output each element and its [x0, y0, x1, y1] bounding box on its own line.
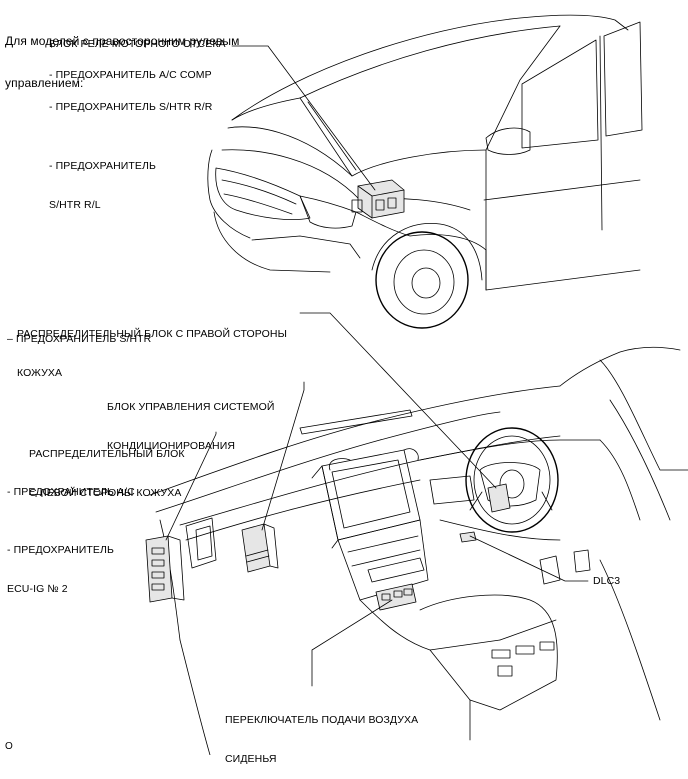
fuse-ecu-ig2-line-1: - ПРЕДОХРАНИТЕЛЬ: [7, 544, 115, 556]
ac-ecu-line-2: КОНДИЦИОНИРОВАНИЯ: [107, 440, 236, 452]
left-cowl-line-1: РАСПРЕДЕЛИТЕЛЬНЫЙ БЛОК: [29, 448, 185, 460]
vehicle-interior-drawing: [149, 346, 688, 755]
header-title: Для моделей с правосторонним рулевым упр…: [5, 6, 239, 104]
leader-lines: [165, 45, 589, 687]
ac-ecu-line-1: БЛОК УПРАВЛЕНИЯ СИСТЕМОЙ: [107, 401, 275, 413]
right-cowl-line-1: РАСПРЕДЕЛИТЕЛЬНЫЙ БЛОК С ПРАВОЙ СТОРОНЫ: [17, 328, 287, 340]
right-cowl-junction-block-label: РАСПРЕДЕЛИТЕЛЬНЫЙ БЛОК С ПРАВОЙ СТОРОНЫ …: [17, 302, 287, 393]
fuse-shtr-rr-label: - ПРЕДОХРАНИТЕЛЬ S/HTR R/R: [49, 101, 213, 113]
header-line-2: управлением:: [5, 76, 84, 90]
left-cowl-junction-block-label: РАСПРЕДЕЛИТЕЛЬНЫЙ БЛОК С ЛЕВОЙ СТОРОНЫ К…: [29, 422, 185, 513]
fuse-ac-label: - ПРЕДОХРАНИТЕЛЬ A/C: [7, 486, 135, 498]
left-cowl-line-2: С ЛЕВОЙ СТОРОНЫ КОЖУХА: [29, 487, 182, 499]
right-cowl-line-2: КОЖУХА: [17, 367, 63, 379]
engine-room-relay-block-label: БЛОК РЕЛЕ МОТОРНОГО ОТСЕКА: [49, 38, 226, 50]
fuse-ecu-ig2-line-2: ECU-IG № 2: [7, 583, 68, 595]
fuse-shtr-rl-line-1: - ПРЕДОХРАНИТЕЛЬ: [49, 160, 157, 172]
seat-switch-line-1: ПЕРЕКЛЮЧАТЕЛЬ ПОДАЧИ ВОЗДУХА: [225, 714, 419, 726]
dlc3-label: DLC3: [593, 575, 621, 587]
engine-room-relay-block-drawing: [351, 179, 405, 219]
figure-code: O: [5, 741, 13, 752]
fuse-ecu-ig2-label: - ПРЕДОХРАНИТЕЛЬ ECU-IG № 2: [7, 518, 114, 609]
fuse-shtr-rl-line-2: S/HTR R/L: [49, 199, 101, 211]
left-cowl-junction-block-drawing: [145, 535, 185, 603]
header-line-1: Для моделей с правосторонним рулевым: [5, 34, 240, 48]
seat-air-switch-label: ПЕРЕКЛЮЧАТЕЛЬ ПОДАЧИ ВОЗДУХА СИДЕНЬЯ: [225, 688, 418, 779]
fuse-ac-comp-label: - ПРЕДОХРАНИТЕЛЬ A/C COMP: [49, 69, 212, 81]
fuse-shtr-label: – ПРЕДОХРАНИТЕЛЬ S/HTR: [7, 333, 152, 345]
ac-ecu-drawing: [241, 523, 279, 573]
vehicle-exterior-drawing: [207, 14, 643, 329]
ac-ecu-label: БЛОК УПРАВЛЕНИЯ СИСТЕМОЙ КОНДИЦИОНИРОВАН…: [107, 375, 275, 466]
fuse-shtr-rl-label: - ПРЕДОХРАНИТЕЛЬ S/HTR R/L: [49, 134, 156, 225]
diagram-artwork: [145, 14, 688, 755]
